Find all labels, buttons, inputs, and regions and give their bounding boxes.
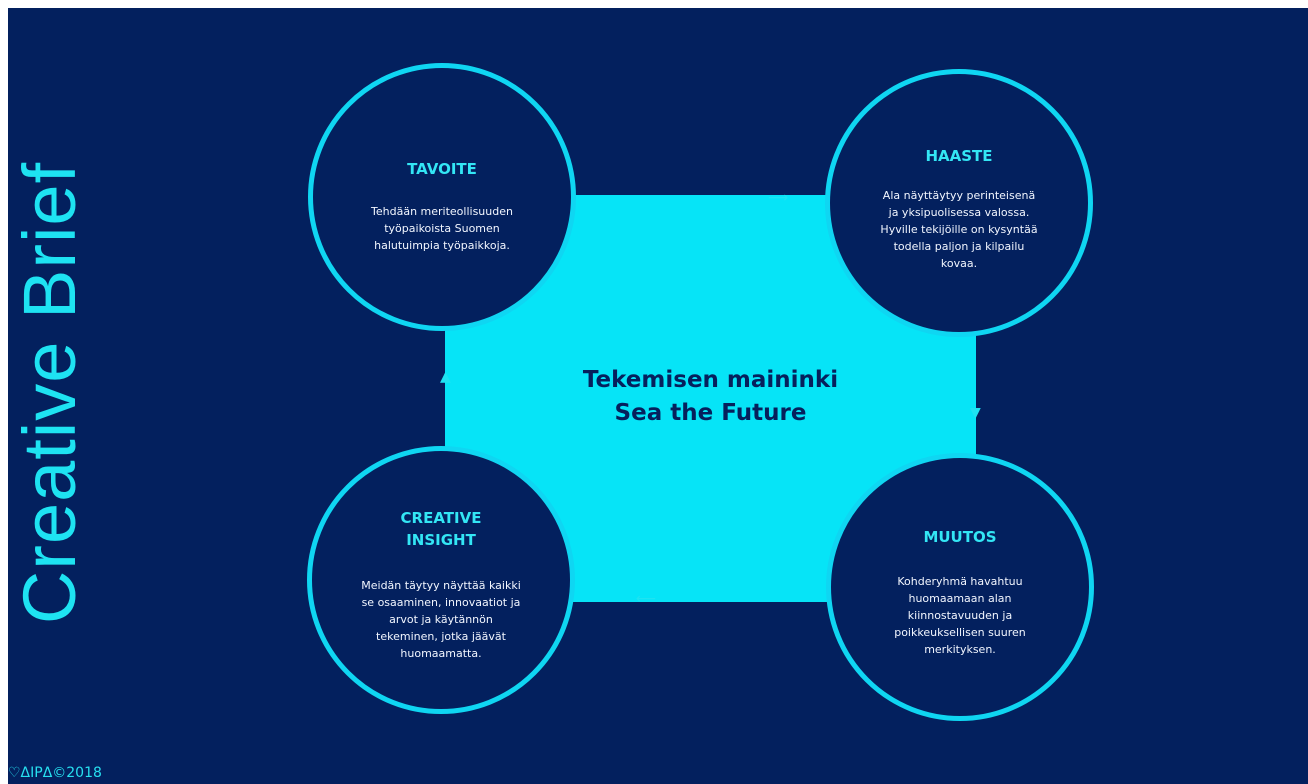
circle-haaste: HAASTE Ala näyttäytyy perinteisenä ja yk… bbox=[825, 69, 1093, 337]
footer-logo: ♡ΔIPΔ©2018 bbox=[8, 765, 102, 781]
body-line: kovaa. bbox=[940, 257, 978, 270]
body-line: merkityksen. bbox=[924, 643, 996, 656]
circle-creative-insight: CREATIVE INSIGHT Meidän täytyy näyttää k… bbox=[307, 446, 575, 714]
circle-muutos: MUUTOS Kohderyhmä havahtuu huomaamaan al… bbox=[826, 453, 1094, 721]
body-line: huomaamatta. bbox=[400, 647, 482, 660]
center-title: Tekemisen maininki Sea the Future bbox=[445, 364, 976, 430]
body-line: Meidän täytyy näyttää kaikki bbox=[361, 579, 521, 592]
body-line: Hyville tekijöille on kysyntää bbox=[880, 223, 1038, 236]
center-title-line2: Sea the Future bbox=[614, 400, 807, 426]
body-line: Kohderyhmä havahtuu bbox=[897, 575, 1023, 588]
body-line: kiinnostavuuden ja bbox=[907, 609, 1013, 622]
body-line: halutuimpia työpaikkoja. bbox=[374, 239, 510, 252]
body-line: poikkeuksellisen suuren bbox=[894, 626, 1026, 639]
circle-body-creative-insight: Meidän täytyy näyttää kaikki se osaamine… bbox=[332, 577, 550, 662]
circle-tavoite: TAVOITE Tehdään meriteollisuuden työpaik… bbox=[308, 63, 576, 331]
body-line: arvot ja käytännön bbox=[389, 613, 493, 626]
title-line: CREATIVE bbox=[400, 509, 482, 527]
body-line: ja yksipuolisessa valossa. bbox=[888, 206, 1030, 219]
circle-body-haaste: Ala näyttäytyy perinteisenä ja yksipuoli… bbox=[850, 187, 1068, 272]
circle-title-muutos: MUUTOS bbox=[923, 528, 997, 546]
circle-title-haaste: HAASTE bbox=[925, 147, 993, 165]
center-title-line1: Tekemisen maininki bbox=[582, 367, 839, 393]
arrow-down-icon: ▼ bbox=[970, 405, 981, 421]
body-line: se osaaminen, innovaatiot ja bbox=[361, 596, 521, 609]
circle-body-tavoite: Tehdään meriteollisuuden työpaikoista Su… bbox=[333, 203, 551, 254]
slide: Creative Brief Tekemisen maininki Sea th… bbox=[8, 8, 1308, 784]
slide-title: Creative Brief bbox=[8, 161, 91, 625]
arrow-left-icon: ⟵ bbox=[636, 591, 657, 607]
title-line: INSIGHT bbox=[406, 531, 476, 549]
body-line: huomaamaan alan bbox=[908, 592, 1012, 605]
arrow-right-icon: ⟶ bbox=[768, 190, 789, 206]
body-line: työpaikoista Suomen bbox=[384, 222, 500, 235]
body-line: Tehdään meriteollisuuden bbox=[371, 205, 513, 218]
arrow-up-icon: ▲ bbox=[440, 369, 451, 385]
body-line: tekeminen, jotka jäävät bbox=[376, 630, 506, 643]
body-line: Ala näyttäytyy perinteisenä bbox=[882, 189, 1036, 202]
circle-body-muutos: Kohderyhmä havahtuu huomaamaan alan kiin… bbox=[851, 573, 1069, 658]
body-line: todella paljon ja kilpailu bbox=[893, 240, 1025, 253]
circle-title-creative-insight: CREATIVE INSIGHT bbox=[312, 507, 570, 551]
circle-title-tavoite: TAVOITE bbox=[407, 160, 477, 178]
